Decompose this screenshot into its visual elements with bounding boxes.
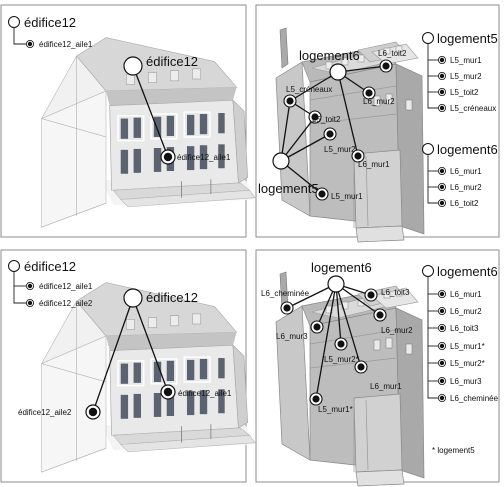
tree-leaf-label: édifice12_aile1: [39, 282, 93, 291]
node-label: L5_mur1*: [318, 405, 353, 414]
tree-leaf: [438, 88, 445, 95]
tree-root-marker: [423, 33, 434, 44]
tree-leaf: [438, 324, 445, 331]
node-label: édifice12_aile1: [178, 389, 232, 398]
node-label: L6_mur3: [276, 332, 308, 341]
tree-leaf: [438, 394, 445, 401]
tree-leaf-label: L5_mur1: [450, 56, 482, 65]
tree-leaf: [438, 167, 445, 174]
tree-leaf-label: L6_mur2: [450, 307, 482, 316]
node-label: L6_toit3: [381, 288, 410, 297]
tree-leaf-label: L6_mur1: [450, 167, 482, 176]
entity-balloon: [124, 57, 142, 75]
tree-root-marker: [9, 261, 20, 272]
tree-leaf-label: L6_mur3: [450, 377, 482, 386]
building-illustration: [276, 272, 424, 486]
tree-leaf-label: L6_mur1: [450, 290, 482, 299]
node-label: édifice12_aile1: [177, 153, 231, 162]
tree-leaf: [438, 307, 445, 314]
tree-leaf: [438, 377, 445, 384]
entity-balloon-label: logement5: [258, 181, 319, 196]
node-label: L5_mur1: [331, 192, 363, 201]
tree-leaf-label: L5_mur2*: [450, 359, 485, 368]
entity-balloon: [328, 276, 344, 292]
tree-leaf: [438, 342, 445, 349]
tree-leaf-label: L5_créneaux: [450, 104, 496, 113]
tree-root-marker: [9, 17, 20, 28]
node-label: L6_mur2: [363, 97, 395, 106]
node-label: L6_toit2: [378, 49, 407, 58]
tree-br: logement6 L6_mur1 L6_mur2 L6_toit3 L5_mu…: [423, 264, 499, 403]
entity-balloon-label: édifice12: [146, 54, 198, 69]
tree-leaf-label: L5_mur1*: [450, 342, 485, 351]
tree-leaf-label: édifice12_aile1: [39, 40, 93, 49]
panel-bl: édifice12 édifice12_aile1 édifice12_aile…: [9, 259, 256, 472]
node-label: L5_créneaux: [286, 85, 332, 94]
tree-leaf-label: édifice12_aile2: [39, 299, 93, 308]
tree-root-label: logement6: [437, 142, 498, 157]
footnote: * logement5: [432, 446, 475, 455]
entity-balloon: [273, 153, 289, 169]
tree-tr-logement5: logement5 L5_mur1 L5_mur2 L5_toit2 L5_cr…: [423, 31, 498, 113]
tree-leaf-label: L6_toit3: [450, 324, 479, 333]
building-illustration: [42, 283, 255, 473]
node-label: édifice12_aile2: [18, 408, 72, 417]
node-label: L6_mur1: [370, 382, 402, 391]
tree-leaf: [438, 183, 445, 190]
tree-root-label: logement6: [437, 264, 498, 279]
tree-root-marker: [423, 266, 434, 277]
entity-balloon: [330, 64, 346, 80]
tree-leaf: [438, 72, 445, 79]
node-label: L6_mur2: [381, 326, 413, 335]
tree-root-label: édifice12: [24, 15, 76, 30]
tree-leaf-label: L6_mur2: [450, 183, 482, 192]
node-label: L5_toit2: [312, 115, 341, 124]
node-label: L5_mur2: [324, 145, 356, 154]
tree-leaf-label: L6_toit2: [450, 199, 479, 208]
panel-tl: édifice12 édifice12_aile1 édifice12 édif…: [9, 15, 256, 227]
tree-root-marker: [423, 144, 434, 155]
tree-tl: édifice12 édifice12_aile1: [9, 15, 93, 49]
tree-root-label: logement5: [437, 31, 498, 46]
tree-leaf: [438, 359, 445, 366]
tree-leaf: [438, 104, 445, 111]
tree-leaf-label: L5_mur2: [450, 72, 482, 81]
node-label: L6_mur1: [358, 160, 390, 169]
tree-leaf-label: L6_cheminée: [450, 394, 499, 403]
node-label: L5_mur2*: [324, 355, 359, 364]
node-label: L6_cheminée: [261, 289, 310, 298]
panel-tr: logement6 logement5 L6_toit2 L5_créneaux…: [258, 28, 498, 242]
tree-leaf: [438, 199, 445, 206]
tree-tr-logement6: logement6 L6_mur1 L6_mur2 L6_toit2: [423, 142, 498, 208]
entity-balloon-label: logement6: [311, 260, 372, 275]
panel-br: logement6 L6_cheminée L6_toit3 L6_mur3 L…: [261, 260, 499, 486]
entity-balloon-label: logement6: [299, 48, 360, 63]
tree-leaf-label: L5_toit2: [450, 88, 479, 97]
entity-balloon: [124, 289, 142, 307]
tree-leaf: [438, 290, 445, 297]
tree-bl: édifice12 édifice12_aile1 édifice12_aile…: [9, 259, 93, 308]
entity-balloon-label: édifice12: [146, 290, 198, 305]
tree-root-label: édifice12: [24, 259, 76, 274]
tree-leaf: [438, 56, 445, 63]
